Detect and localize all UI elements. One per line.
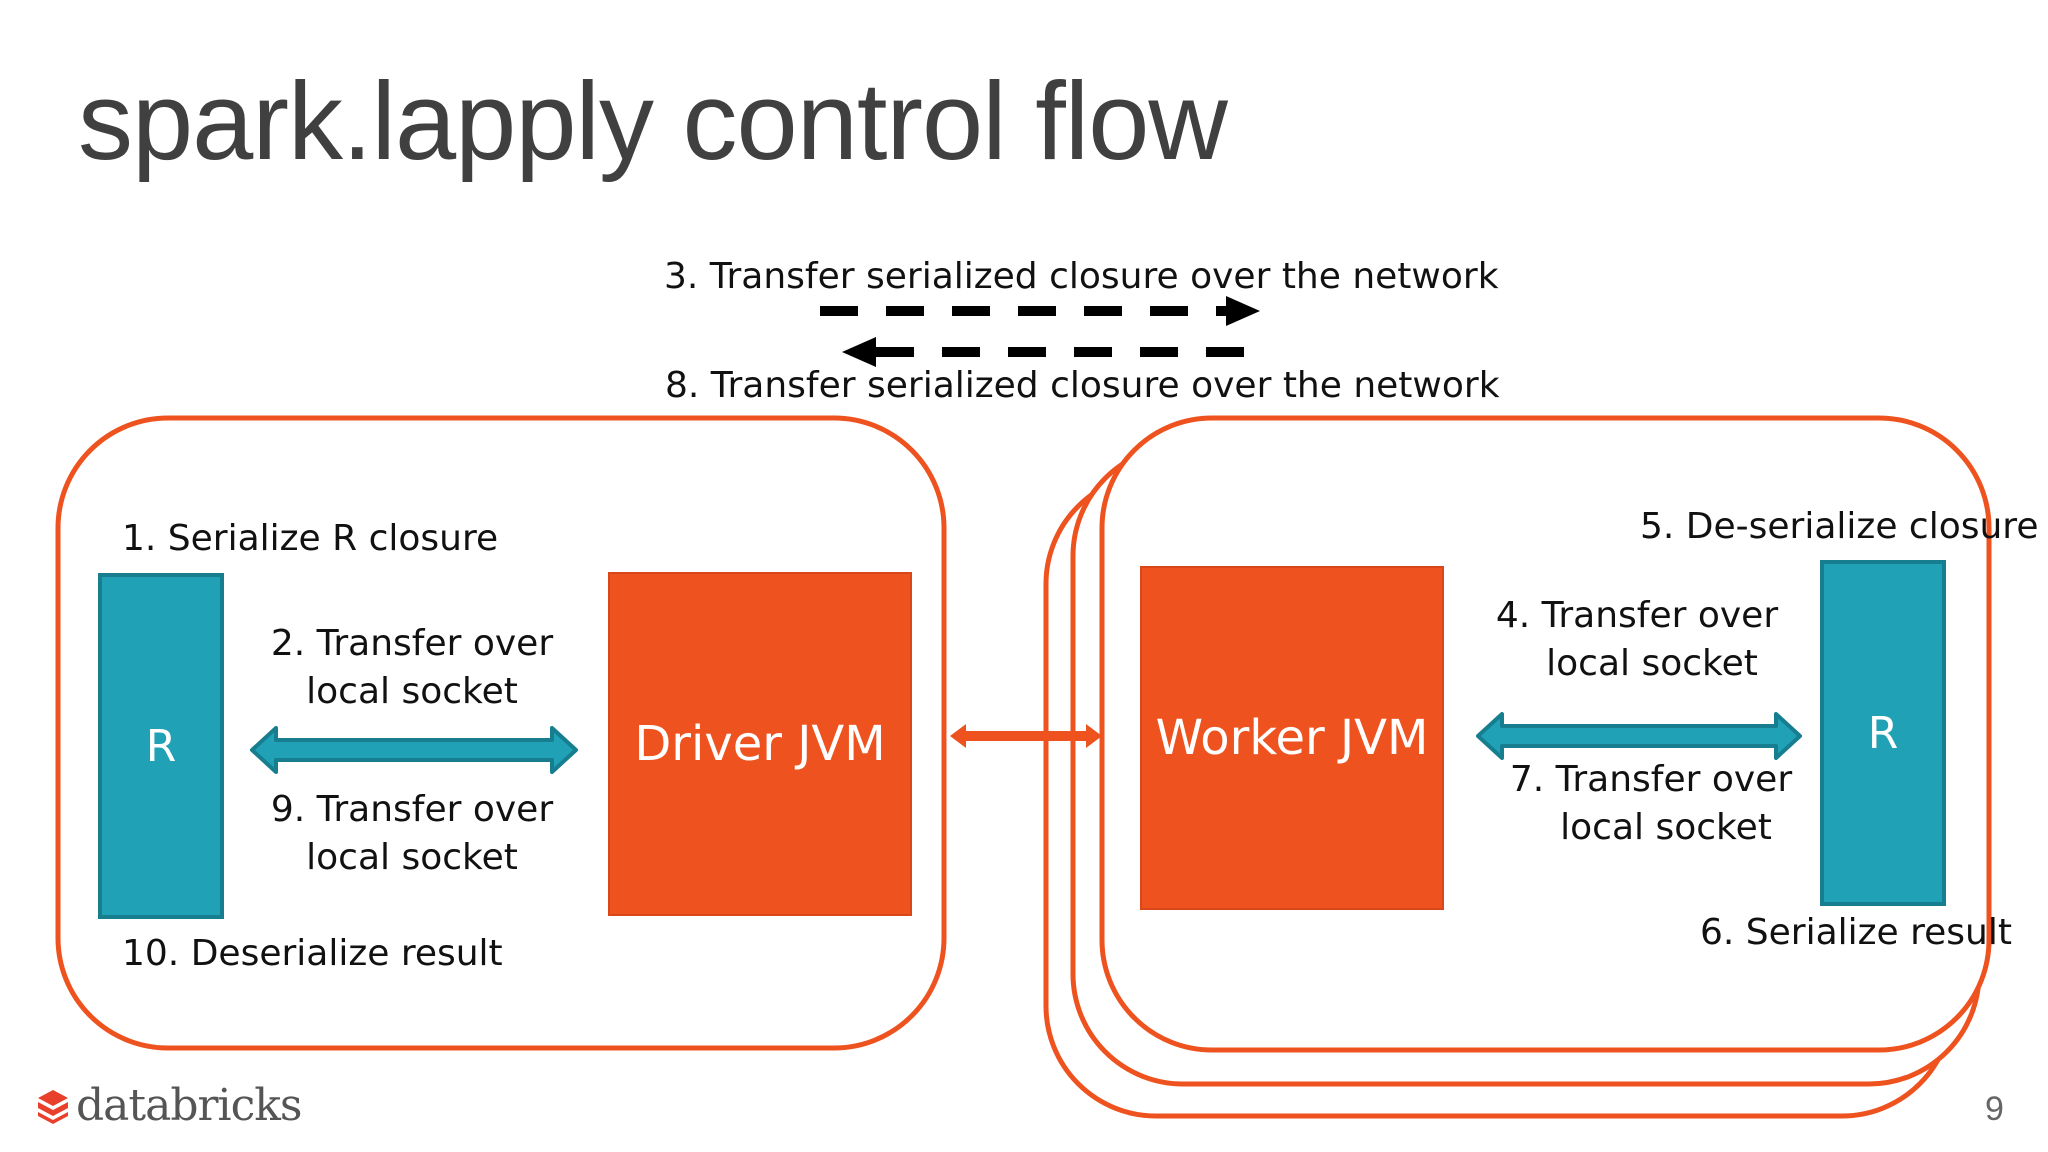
driver-socket-arrow — [250, 726, 578, 774]
step8-label: 8. Transfer serialized closure over the … — [665, 365, 1500, 406]
step5-label: 5. De-serialize closure — [1640, 506, 2039, 547]
step7-line1: 7. Transfer over — [1509, 759, 1793, 800]
driver-jvm: Driver JVM — [608, 572, 912, 916]
jvm-link-arrow — [950, 724, 1102, 748]
worker-jvm: Worker JVM — [1140, 566, 1444, 910]
driver-r-process: R — [98, 573, 224, 919]
slide-title: spark.lapply control flow — [78, 60, 1228, 183]
worker-r-label: R — [1867, 707, 1899, 759]
step4-line1: 4. Transfer over — [1495, 595, 1779, 636]
page-number: 9 — [1985, 1090, 2004, 1128]
step9-line2: local socket — [306, 837, 518, 878]
databricks-logo-icon — [38, 1089, 68, 1124]
step7-line2: local socket — [1560, 807, 1772, 848]
step4-label: 4. Transfer over local socket — [1492, 592, 1782, 688]
step9-line1: 9. Transfer over — [270, 789, 554, 830]
step2-label: 2. Transfer over local socket — [262, 620, 562, 716]
driver-r-label: R — [145, 720, 177, 772]
step2-line1: 2. Transfer over — [270, 623, 554, 664]
step2-line2: local socket — [306, 671, 518, 712]
step1-label: 1. Serialize R closure — [122, 518, 499, 559]
step10-label: 10. Deserialize result — [122, 933, 503, 974]
worker-socket-arrow — [1476, 712, 1802, 760]
driver-container — [55, 415, 947, 1051]
network-arrow-forward — [820, 296, 1260, 326]
step4-line2: local socket — [1546, 643, 1758, 684]
step6-label: 6. Serialize result — [1700, 912, 2012, 953]
databricks-logo-text: databricks — [76, 1080, 302, 1131]
worker-jvm-label: Worker JVM — [1155, 710, 1429, 766]
step7-label: 7. Transfer over local socket — [1506, 756, 1796, 852]
worker-r-process: R — [1820, 560, 1946, 906]
network-arrow-backward — [842, 337, 1262, 367]
step9-label: 9. Transfer over local socket — [262, 786, 562, 882]
step3-label: 3. Transfer serialized closure over the … — [664, 256, 1499, 297]
driver-jvm-label: Driver JVM — [634, 716, 886, 772]
databricks-logo: databricks — [36, 1080, 302, 1131]
